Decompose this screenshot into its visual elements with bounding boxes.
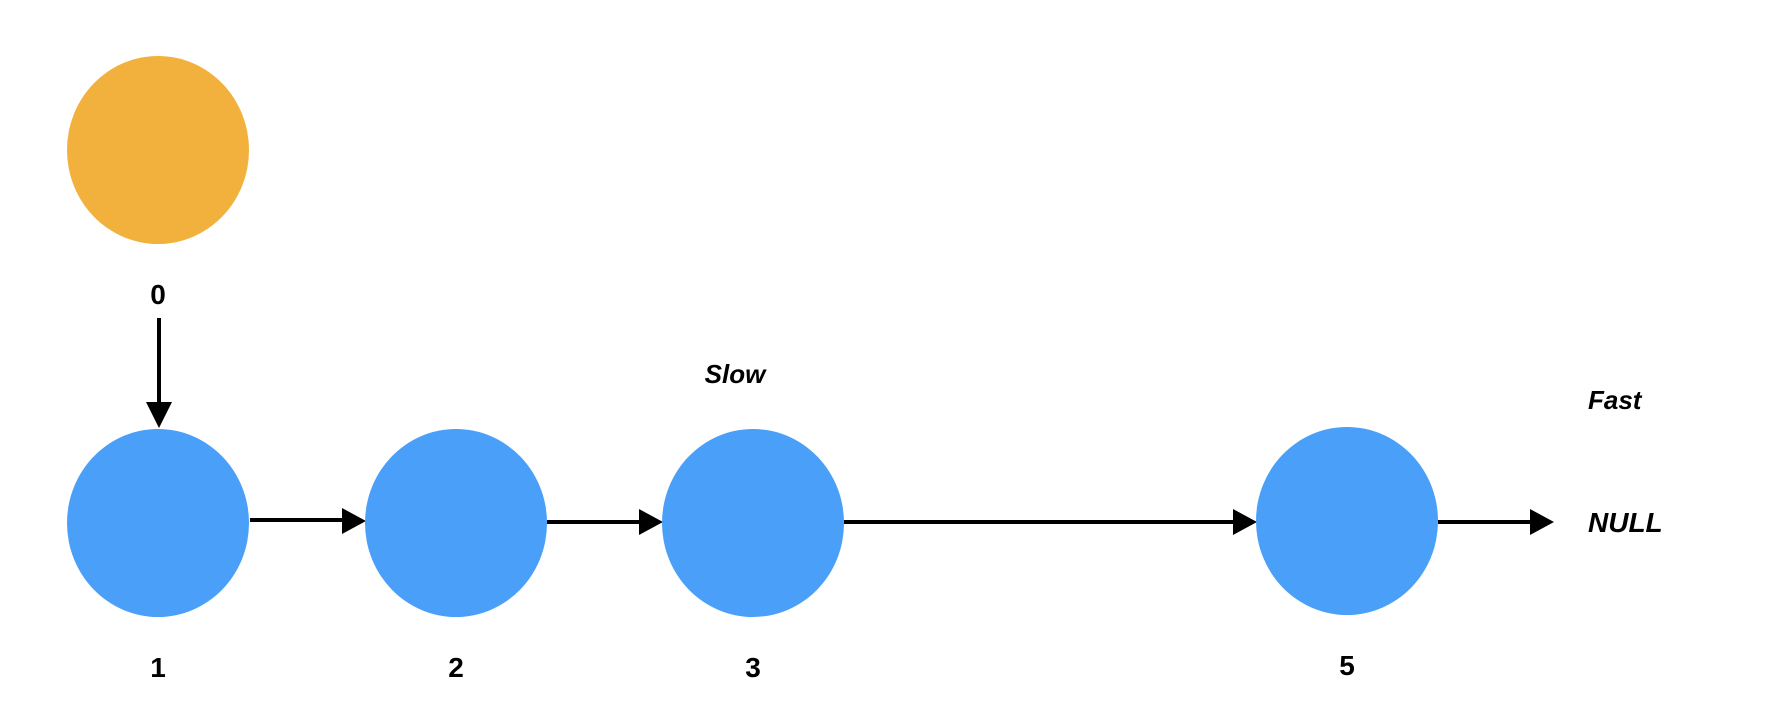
null-terminal-label: NULL (1588, 507, 1663, 538)
node-1-to-node-2-arrowhead (342, 508, 366, 534)
dummy-to-node-1-arrowhead (146, 402, 172, 428)
slow-pointer-label: Slow (705, 359, 767, 389)
list-node-3 (662, 429, 844, 617)
dummy-node-label: 0 (150, 279, 166, 310)
list-node-2-label: 2 (448, 652, 464, 683)
list-node-3-label: 3 (745, 652, 761, 683)
fast-pointer-label: Fast (1588, 385, 1643, 415)
node-3-to-node-5-arrowhead (1233, 509, 1257, 535)
node-5-to-null-arrowhead (1530, 509, 1554, 535)
list-node-1 (67, 429, 249, 617)
list-node-2 (365, 429, 547, 617)
list-node-5 (1256, 427, 1438, 615)
list-node-5-label: 5 (1339, 650, 1355, 681)
dummy-node (67, 56, 249, 244)
list-node-1-label: 1 (150, 652, 166, 683)
node-2-to-node-3-arrowhead (639, 509, 663, 535)
